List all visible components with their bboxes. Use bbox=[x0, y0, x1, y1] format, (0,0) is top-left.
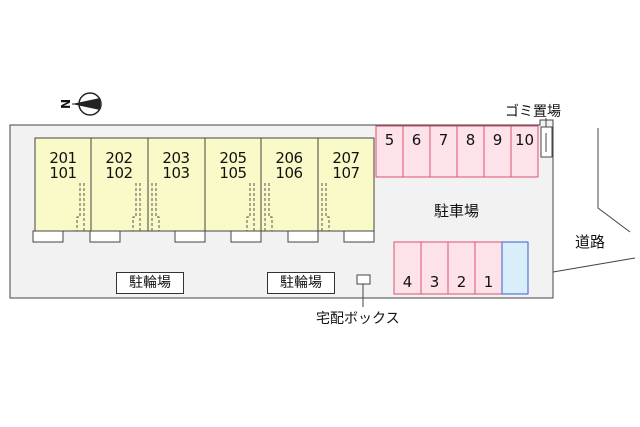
parking-label: 駐車場 bbox=[434, 202, 480, 220]
road-line-lower bbox=[552, 257, 636, 273]
road-label: 道路 bbox=[575, 233, 606, 251]
unit-number-lower: 105 bbox=[219, 164, 247, 182]
unit-number-upper: 202 bbox=[105, 149, 133, 167]
unit-number-lower: 101 bbox=[49, 164, 77, 182]
compass-icon bbox=[72, 92, 102, 116]
unit-label-203: 203 103 bbox=[148, 151, 204, 181]
parking-slot-1 bbox=[474, 241, 503, 295]
unit-label-205: 205 105 bbox=[205, 151, 261, 181]
unit-number-lower: 103 bbox=[162, 164, 190, 182]
parking-number-1: 1 bbox=[483, 273, 494, 291]
road-line-upper bbox=[597, 128, 631, 233]
parking-number-2: 2 bbox=[456, 273, 467, 291]
building bbox=[34, 137, 375, 232]
unit-number-lower: 107 bbox=[332, 164, 360, 182]
parking-number-5: 5 bbox=[384, 131, 395, 149]
parking-row-bottom bbox=[393, 241, 503, 295]
parking-number-3: 3 bbox=[429, 273, 440, 291]
stairs bbox=[76, 183, 330, 231]
compass-label: N bbox=[59, 98, 74, 110]
unit-number-upper: 201 bbox=[49, 149, 77, 167]
unit-block-205 bbox=[204, 137, 262, 232]
entrance-steps bbox=[32, 230, 375, 243]
unit-number-upper: 205 bbox=[219, 149, 247, 167]
unit-label-201: 201 101 bbox=[35, 151, 91, 181]
parking-number-10: 10 bbox=[514, 131, 535, 149]
unit-label-202: 202 102 bbox=[91, 151, 147, 181]
unit-label-207: 207 107 bbox=[318, 151, 374, 181]
unit-block-206 bbox=[260, 137, 319, 232]
parking-number-8: 8 bbox=[465, 131, 476, 149]
parking-row-top bbox=[375, 125, 539, 178]
special-slot bbox=[501, 241, 529, 295]
parking-slot-9 bbox=[483, 125, 512, 178]
unit-block-201 bbox=[34, 137, 92, 232]
parking-slot-6 bbox=[402, 125, 431, 178]
garbage-label: ゴミ置場 bbox=[505, 104, 561, 120]
parking-slot-4 bbox=[393, 241, 422, 295]
unit-number-lower: 102 bbox=[105, 164, 133, 182]
parking-number-4: 4 bbox=[402, 273, 413, 291]
unit-block-207 bbox=[317, 137, 375, 232]
unit-number-upper: 207 bbox=[332, 149, 360, 167]
parking-number-9: 9 bbox=[492, 131, 503, 149]
unit-number-lower: 106 bbox=[275, 164, 303, 182]
parking-number-7: 7 bbox=[438, 131, 449, 149]
delivery-box-shape bbox=[356, 274, 371, 285]
unit-block-203 bbox=[147, 137, 206, 232]
unit-number-upper: 206 bbox=[275, 149, 303, 167]
parking-slot-3 bbox=[420, 241, 449, 295]
bicycle-parking-label-1: 駐輪場 bbox=[116, 272, 184, 294]
parking-slot-5 bbox=[375, 125, 404, 178]
parking-slot-10 bbox=[510, 125, 539, 178]
unit-number-upper: 203 bbox=[162, 149, 190, 167]
parking-slot-7 bbox=[429, 125, 458, 178]
parking-slot-2 bbox=[447, 241, 476, 295]
bicycle-parking-label-2: 駐輪場 bbox=[267, 272, 335, 294]
unit-label-206: 206 106 bbox=[261, 151, 317, 181]
delivery-box-label: 宅配ボックス bbox=[316, 311, 400, 327]
parking-number-6: 6 bbox=[411, 131, 422, 149]
